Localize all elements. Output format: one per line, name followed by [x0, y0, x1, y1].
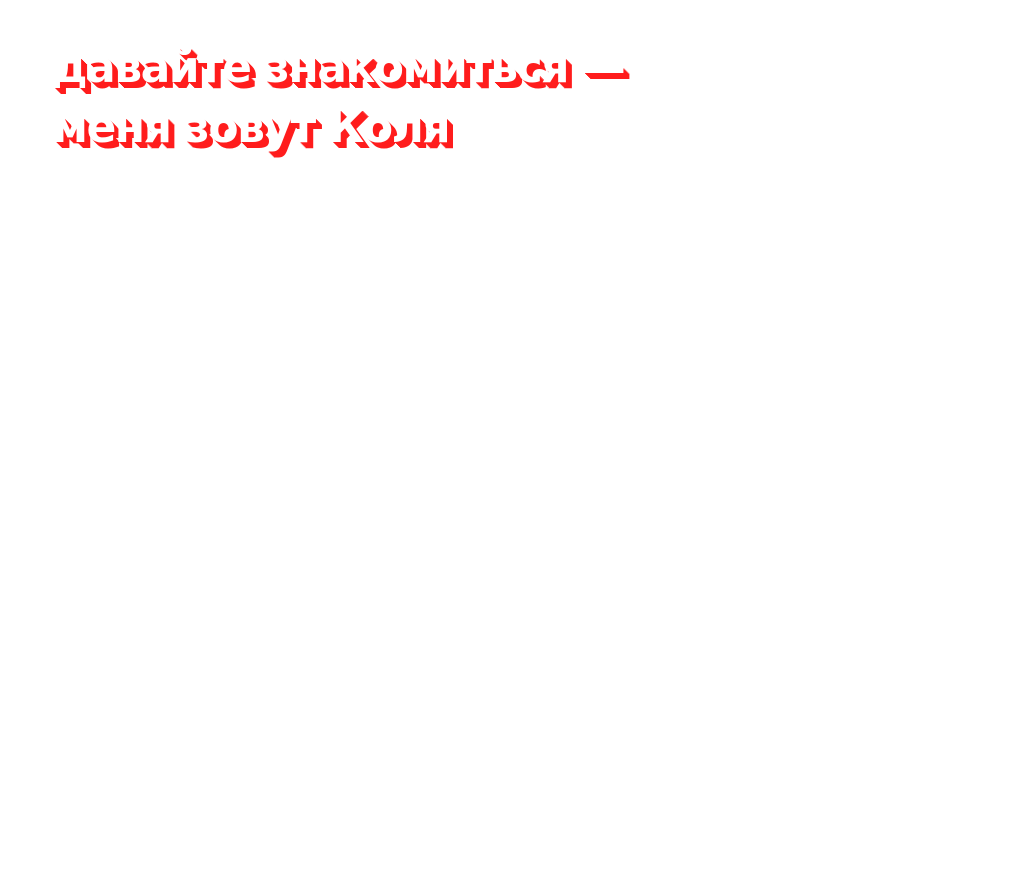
- hero-title-line-1: давайте знакомиться —: [52, 42, 626, 93]
- hero-title: давайте знакомиться — меня зовут Коля: [52, 38, 626, 158]
- hero-title-line-2: меня зовут Коля: [52, 102, 451, 153]
